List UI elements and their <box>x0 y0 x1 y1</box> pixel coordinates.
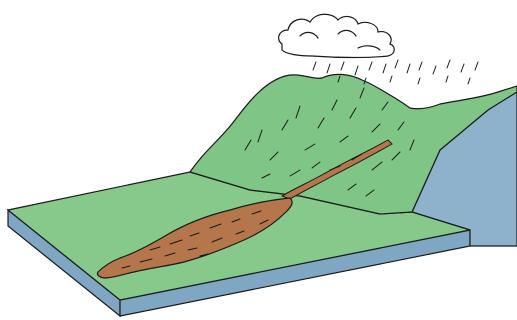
cloud-icon <box>279 14 395 57</box>
